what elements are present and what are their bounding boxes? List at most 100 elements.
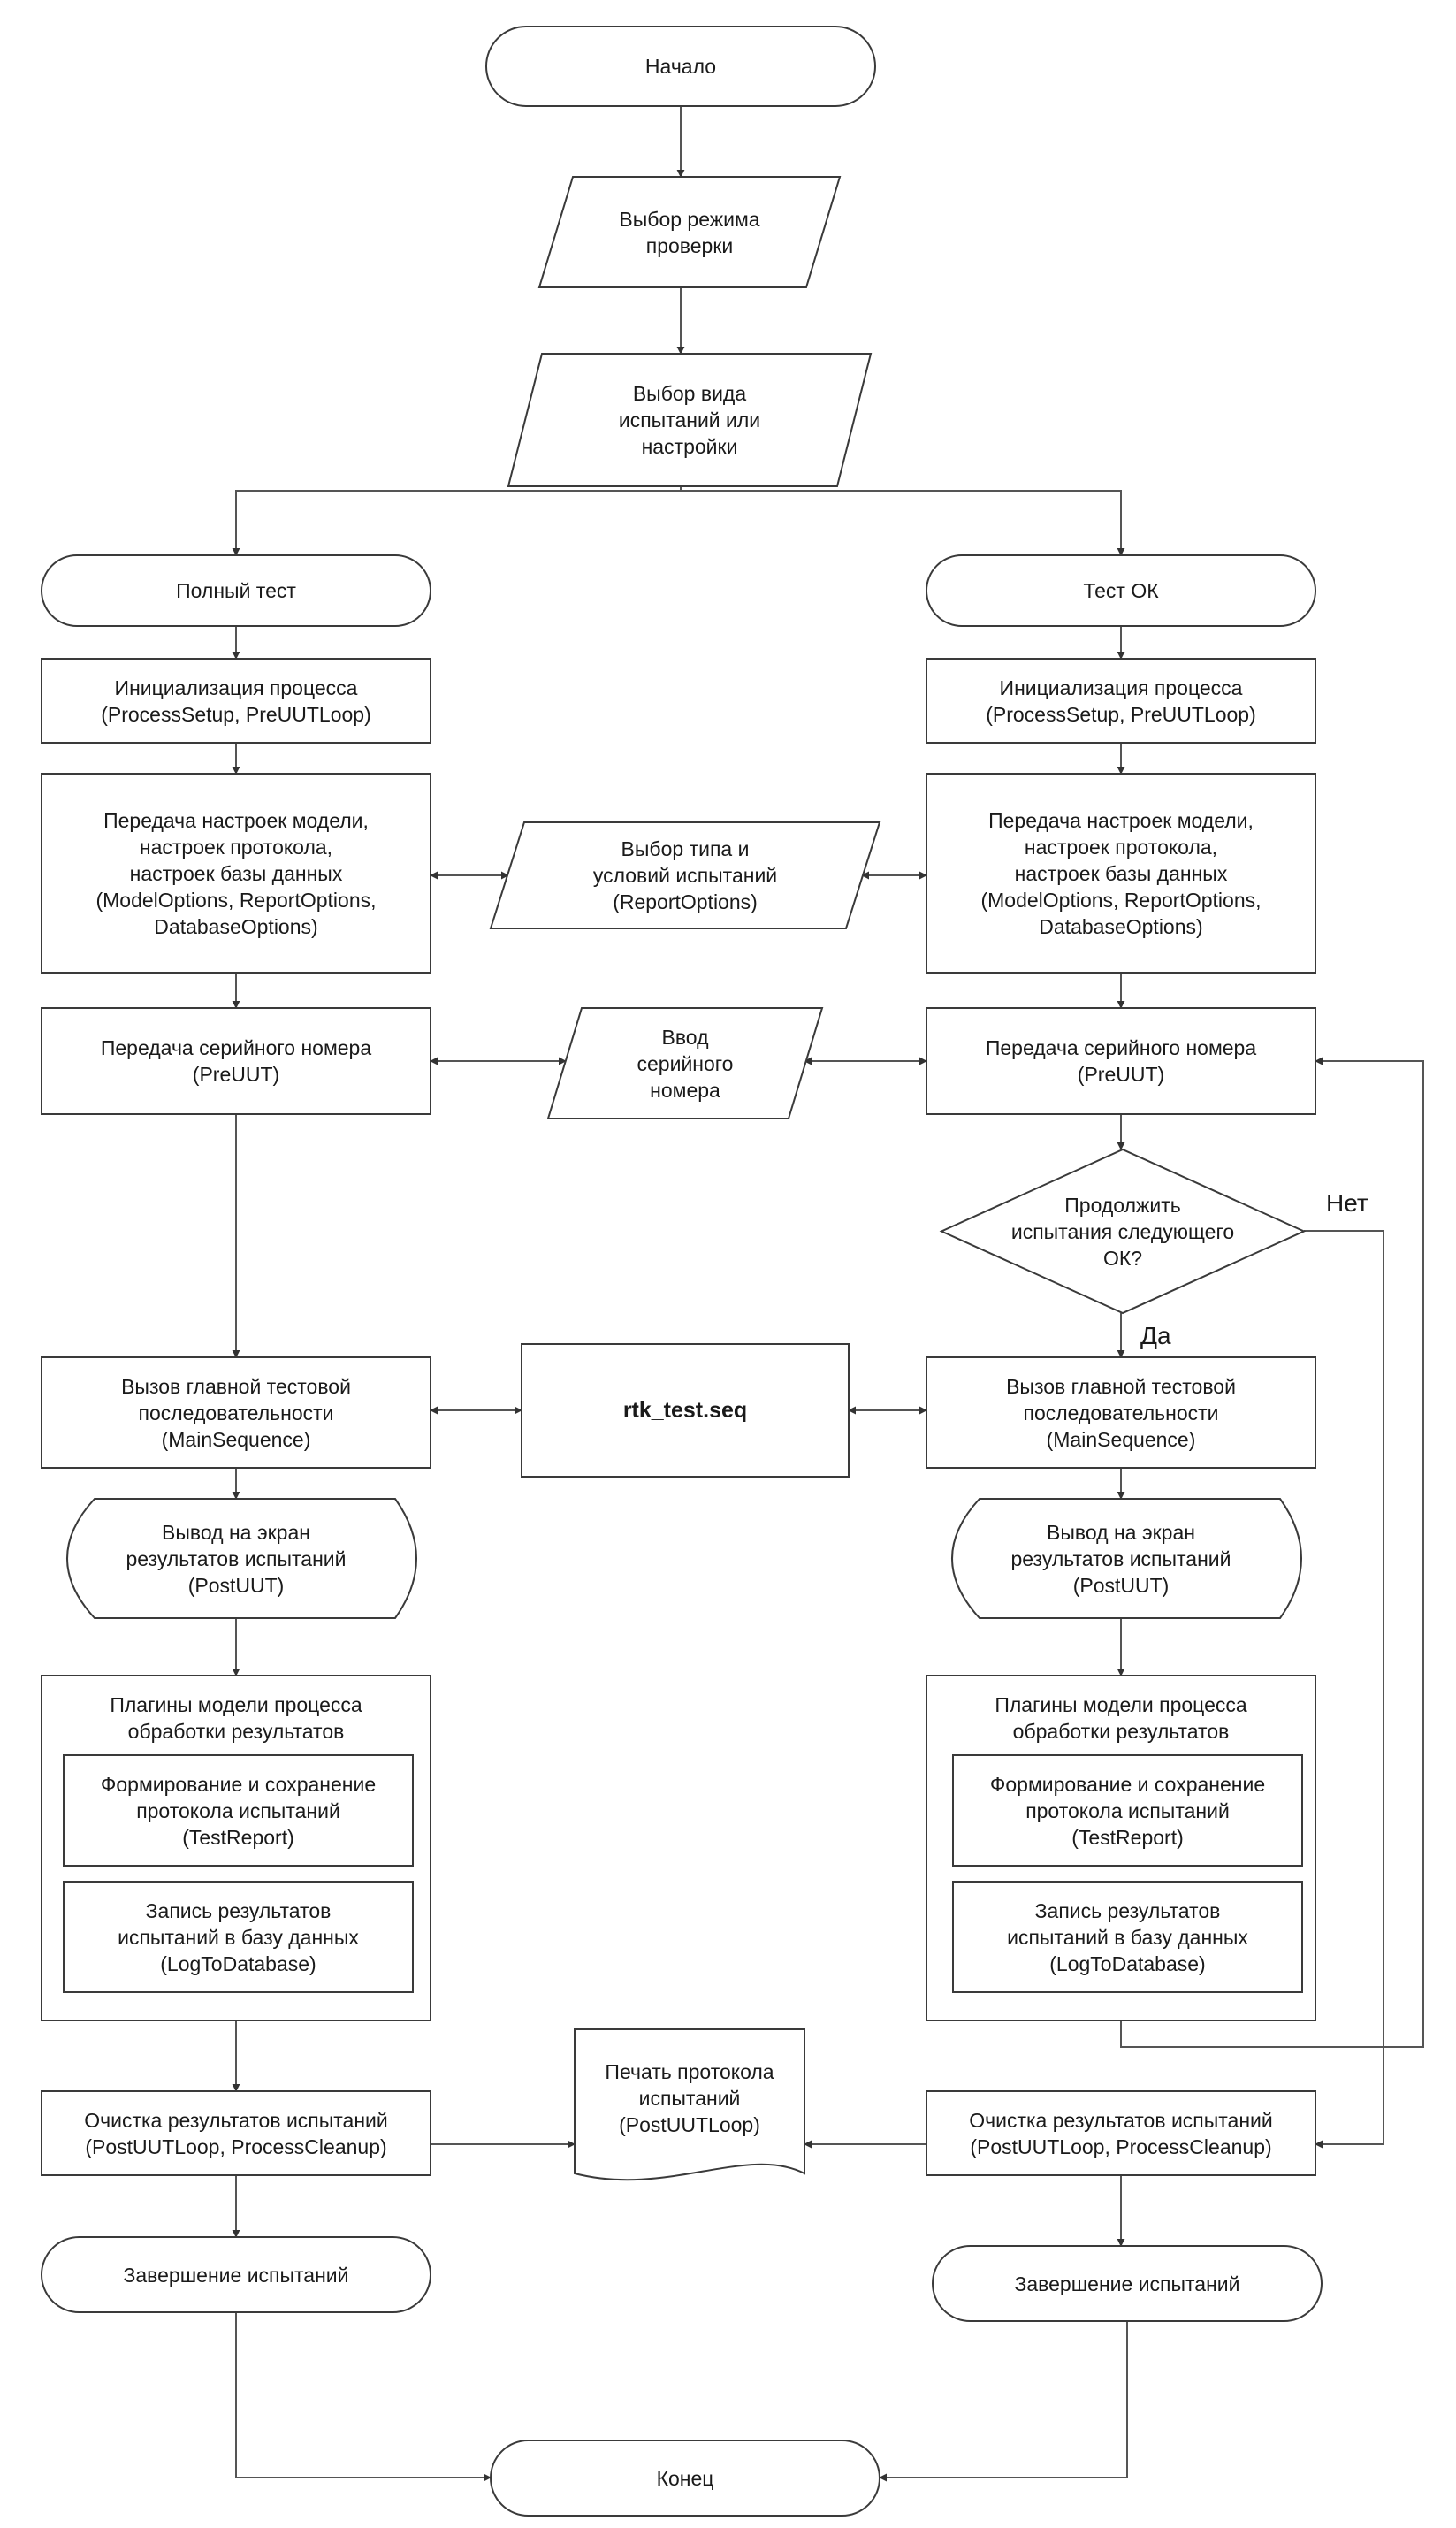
settings-right-line: Передача настроек модели,: [988, 808, 1254, 832]
serial-right-line: (PreUUT): [1077, 1063, 1165, 1086]
edge-kind-split-left: [232, 486, 682, 556]
init-right-label: Инициализация процесса (ProcessSetup, Pre…: [926, 659, 1315, 743]
edge-label-yes: Да: [1140, 1322, 1171, 1349]
report-right-line: Формирование и сохранение: [989, 1772, 1266, 1796]
db-left-line: (LogToDatabase): [160, 1951, 316, 1975]
start-line: Начало: [644, 55, 717, 78]
init-left-shape: [41, 658, 431, 744]
settings-right-line: настроек протокола,: [1024, 835, 1218, 859]
end-shape: [490, 2440, 880, 2517]
print-line: испытаний: [638, 2086, 741, 2110]
start-label: Начало: [486, 27, 875, 106]
settings-left-shape: [41, 773, 431, 974]
edge-finish-left-to-end: [235, 2312, 492, 2482]
continue-q-shape: [939, 1148, 1307, 1315]
display-left-line: (PostUUT): [187, 1573, 285, 1597]
main-right-line: Вызов главной тестовой: [1006, 1374, 1236, 1398]
serial-input-line: номера: [650, 1078, 720, 1102]
serial-right-shape: [926, 1007, 1316, 1115]
continue-q-line: испытания следующего: [1010, 1219, 1235, 1243]
serial-left-line: Передача серийного номера: [100, 1036, 372, 1059]
settings-left-line: настроек протокола,: [139, 835, 333, 859]
test-ok-label: Тест ОК: [926, 555, 1315, 626]
seq-file-label: rtk_test.seq: [522, 1344, 849, 1477]
settings-right-line: настроек базы данных: [1014, 861, 1228, 885]
edge-kind-split-right: [681, 490, 1125, 556]
test-ok-shape: [926, 554, 1316, 627]
finish-left-shape: [41, 2236, 431, 2313]
select-kind-shape: [507, 353, 873, 487]
main-left-line: (MainSequence): [161, 1427, 311, 1451]
settings-right-shape: [926, 773, 1316, 974]
plugins-right-line: Плагины модели процесса: [995, 1693, 1247, 1716]
cleanup-right-shape: [926, 2090, 1316, 2176]
cleanup-right-line: (PostUUTLoop, ProcessCleanup): [970, 2135, 1272, 2158]
report-left-line: (TestReport): [182, 1825, 294, 1849]
display-right-line: Вывод на экран: [1047, 1520, 1195, 1544]
db-right-line: (LogToDatabase): [1049, 1951, 1206, 1975]
select-type-line: Выбор типа и: [621, 837, 750, 860]
select-kind-line: настройки: [641, 435, 738, 458]
db-left-shape: [63, 1881, 414, 1993]
db-right-line: испытаний в базу данных: [1007, 1925, 1248, 1949]
init-right-line: (ProcessSetup, PreUUTLoop): [986, 702, 1256, 726]
edge-label-no: Нет: [1326, 1189, 1368, 1217]
start-shape: [485, 26, 876, 107]
settings-right-label: Передача настроек модели, настроек проток…: [926, 774, 1315, 973]
select-mode-shape: [537, 176, 842, 288]
settings-left-label: Передача настроек модели, настроек проток…: [42, 774, 431, 973]
report-left-line: протокола испытаний: [136, 1799, 340, 1822]
finish-left-line: Завершение испытаний: [123, 2263, 349, 2287]
db-right-shape: [952, 1881, 1303, 1993]
print-shape: [574, 2028, 805, 2181]
db-right-line: Запись результатов: [1034, 1898, 1221, 1922]
plugins-left-label: Плагины модели процесса обработки результ…: [42, 1683, 431, 1753]
finish-left-label: Завершение испытаний: [42, 2237, 431, 2312]
select-type-shape: [489, 821, 881, 929]
cleanup-right-label: Очистка результатов испытаний (PostUUTLoo…: [926, 2091, 1315, 2175]
settings-right-line: DatabaseOptions): [1039, 914, 1203, 938]
init-left-line: Инициализация процесса: [114, 676, 358, 699]
cleanup-right-line: Очистка результатов испытаний: [969, 2108, 1273, 2132]
end-label: Конец: [491, 2440, 880, 2516]
settings-left-line: (ModelOptions, ReportOptions,: [95, 888, 377, 912]
main-right-line: (MainSequence): [1046, 1427, 1196, 1451]
settings-right-line: (ModelOptions, ReportOptions,: [980, 888, 1262, 912]
edge-loop-back-serial: [1120, 1057, 1424, 2048]
full-test-shape: [41, 554, 431, 627]
finish-right-label: Завершение испытаний: [933, 2246, 1322, 2321]
edge-q-no-to-cleanup: [1304, 1230, 1384, 2149]
edge-finish-right-to-end: [879, 2321, 1128, 2482]
seq-file-line: rtk_test.seq: [622, 1398, 748, 1423]
print-line: Печать протокола: [605, 2059, 774, 2083]
cleanup-left-label: Очистка результатов испытаний(PostUUTLoo…: [42, 2091, 431, 2175]
plugins-left-line: обработки результатов: [127, 1720, 345, 1743]
init-right-line: Инициализация процесса: [999, 676, 1243, 699]
settings-left-line: Передача настроек модели,: [103, 808, 369, 832]
plugins-left-line: Плагины модели процесса: [110, 1693, 362, 1716]
serial-input-line: Ввод: [661, 1025, 709, 1049]
finish-right-line: Завершение испытаний: [1014, 2272, 1240, 2295]
display-right-line: (PostUUT): [1072, 1573, 1170, 1597]
flow-edges: [232, 106, 1424, 2482]
full-test-label: Полный тест: [42, 555, 431, 626]
select-type-line: условий испытаний: [592, 864, 778, 887]
serial-input-line: серийного: [637, 1051, 734, 1075]
display-left-line: Вывод на экран: [162, 1520, 310, 1544]
db-left-line: Запись результатов: [145, 1898, 332, 1922]
full-test-line: Полный тест: [176, 579, 296, 602]
